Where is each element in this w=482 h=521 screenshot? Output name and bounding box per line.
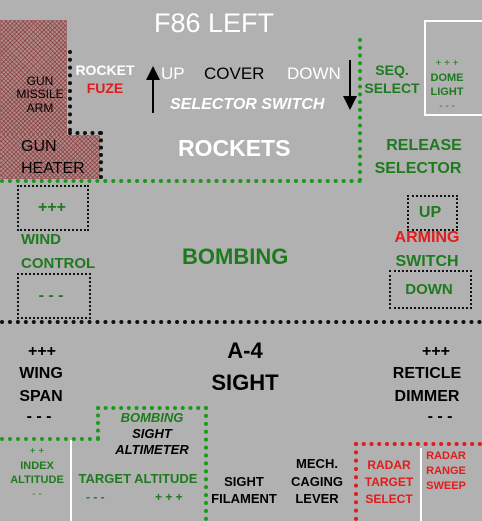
bombing-sight-altimeter-label-1: BOMBING [120, 410, 184, 425]
arming-switch-down-box[interactable] [389, 270, 472, 309]
arming-switch-label-2: SWITCH [395, 253, 459, 270]
rockets-boundary [0, 179, 362, 183]
index-altitude-minus[interactable]: - - [32, 489, 42, 500]
radar-range-sweep-label-2: RANGE [426, 465, 466, 477]
selector-cover-label: COVER [204, 64, 265, 83]
dome-light-plus[interactable]: + + + [435, 58, 459, 69]
reticle-dimmer-label-2: DIMMER [394, 388, 460, 405]
sight-filament-label-1: SIGHT [224, 474, 264, 489]
wind-control-minus[interactable]: - - - [38, 287, 64, 304]
wind-control-increase-box[interactable] [17, 185, 89, 231]
rockets-label: ROCKETS [178, 135, 291, 161]
radar-target-select-label-3[interactable]: SELECT [365, 492, 413, 506]
caging-lever-label-3: LEVER [295, 491, 339, 506]
bombing-sight-altimeter-label-3: ALTIMETER [115, 442, 189, 457]
radar-range-sweep-label-3[interactable]: SWEEP [426, 480, 466, 492]
gun-missile-arm-label-3: ARM [26, 101, 54, 115]
radar-target-select-label-1: RADAR [367, 458, 411, 472]
target-altitude-minus[interactable]: - - - [86, 490, 105, 504]
gun-panel-divider [99, 131, 103, 179]
wind-control-decrease-box[interactable] [17, 273, 91, 319]
sight-label-1: A-4 [227, 338, 263, 363]
altimeter-boundary [96, 406, 208, 410]
rocket-fuze-label: ROCKET [75, 62, 135, 78]
seq-select-label-1: SEQ. [375, 62, 409, 78]
radar-boundary [354, 442, 482, 446]
radar-boundary [354, 442, 358, 521]
gun-heater-panel[interactable] [0, 135, 100, 179]
radar-target-select-label-2: TARGET [364, 475, 414, 489]
altimeter-boundary [0, 437, 100, 441]
selector-up-button[interactable]: UP [161, 64, 185, 83]
sight-label-2: SIGHT [211, 370, 279, 395]
bombing-label: BOMBING [182, 244, 289, 269]
rockets-boundary [358, 38, 362, 182]
caging-lever-label-2: CAGING [291, 474, 343, 489]
index-altitude-box-edge [70, 440, 72, 521]
index-altitude-label-2: ALTITUDE [10, 474, 64, 486]
radar-range-sweep-box[interactable] [420, 448, 482, 521]
arming-switch-up-box[interactable] [407, 195, 458, 231]
arrow-up-icon[interactable] [144, 66, 162, 114]
altimeter-boundary [204, 406, 208, 521]
dome-light-label-1: DOME [430, 72, 464, 84]
release-selector-label-1: RELEASE [386, 137, 462, 154]
reticle-dimmer-plus[interactable]: +++ [421, 343, 451, 360]
dome-light-minus[interactable]: - - - [439, 101, 455, 112]
gun-panel-divider [68, 131, 102, 135]
index-altitude-plus[interactable]: + + [29, 446, 45, 457]
wind-control-label-2: CONTROL [21, 255, 96, 272]
gun-heater-label-2: HEATER [21, 160, 85, 177]
reticle-dimmer-minus[interactable]: - - - [427, 408, 453, 425]
target-altitude-plus[interactable]: + + + [155, 490, 183, 504]
wing-span-plus[interactable]: +++ [27, 343, 57, 360]
page-title: F86 LEFT [154, 8, 275, 38]
altimeter-boundary [96, 406, 100, 440]
wind-control-label-1: WIND [21, 231, 61, 248]
selector-down-button[interactable]: DOWN [287, 64, 341, 83]
rocket-fuze-state[interactable]: FUZE [86, 80, 124, 96]
wing-span-label-1: WING [19, 365, 63, 382]
release-selector-label-2[interactable]: SELECTOR [374, 160, 462, 177]
selector-switch-caption: SELECTOR SWITCH [170, 96, 325, 113]
wind-control-plus[interactable]: +++ [37, 199, 67, 216]
wing-span-minus[interactable]: - - - [26, 408, 52, 425]
reticle-dimmer-label-1: RETICLE [392, 365, 462, 382]
dome-light-box[interactable] [424, 20, 482, 116]
gun-heater-label-1: GUN [21, 138, 57, 155]
seq-select-label-2[interactable]: SELECT [364, 80, 420, 96]
target-altitude-label: TARGET ALTITUDE [78, 471, 198, 486]
gun-missile-arm-label-1: GUN [26, 74, 54, 88]
gun-missile-arm-panel[interactable] [0, 20, 67, 135]
wing-span-label-2: SPAN [19, 388, 63, 405]
gun-panel-divider [68, 50, 72, 132]
section-divider [0, 320, 482, 324]
caging-lever-label-1: MECH. [296, 456, 338, 471]
arming-switch-up[interactable]: UP [418, 204, 442, 221]
arming-switch-down[interactable]: DOWN [405, 281, 453, 298]
arming-switch-label-1: ARMING [394, 229, 460, 246]
bombing-sight-altimeter-label-2: SIGHT [132, 426, 172, 441]
index-altitude-label-1: INDEX [20, 460, 54, 472]
gun-missile-arm-label-2: MISSILE [16, 87, 64, 101]
arrow-down-icon[interactable] [341, 60, 359, 110]
dome-light-label-2: LIGHT [430, 86, 464, 98]
radar-range-sweep-label-1: RADAR [426, 450, 466, 462]
sight-filament-label-2: FILAMENT [211, 491, 277, 506]
